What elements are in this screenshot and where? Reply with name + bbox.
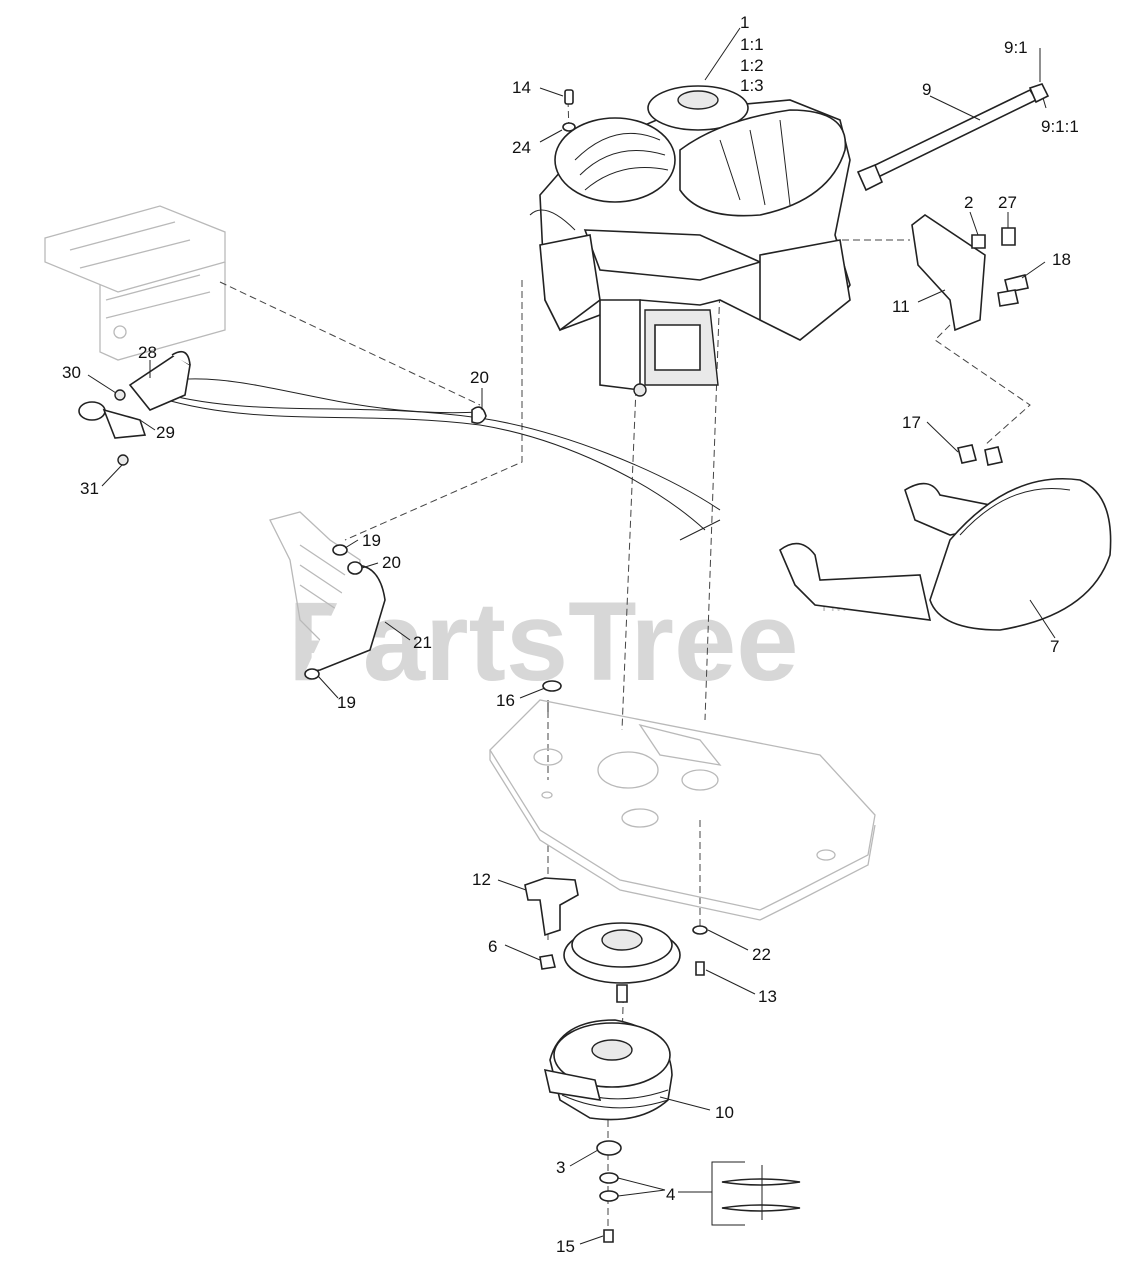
- muffler-assembly: [779, 444, 1112, 631]
- callout-9-1-1: 9:1:1: [1041, 117, 1079, 136]
- engine-assembly: [529, 85, 851, 397]
- callout-19-top: 19: [362, 531, 381, 550]
- callout-9: 9: [922, 80, 931, 99]
- callout-24: 24: [512, 138, 531, 157]
- washer-detail-callout: [711, 1161, 801, 1226]
- flywheel-screen: [554, 117, 676, 203]
- throttle-control: [78, 350, 191, 466]
- callout-labels: 1 1:1 1:2 1:3 14 24 9 9:1 9:1:1 2 27 18 …: [62, 13, 1079, 1256]
- callout-6: 6: [488, 937, 497, 956]
- callout-28: 28: [138, 343, 157, 362]
- mounting-plate-ghost: [489, 699, 876, 921]
- clutch-bracket: [524, 877, 579, 970]
- oil-drain-tube: [856, 83, 1050, 192]
- callout-17: 17: [902, 413, 921, 432]
- callout-11: 11: [892, 297, 910, 316]
- callout-12: 12: [472, 870, 491, 889]
- callout-21: 21: [413, 633, 432, 652]
- callout-20-top: 20: [470, 368, 489, 387]
- callout-29: 29: [156, 423, 175, 442]
- callout-3: 3: [556, 1158, 565, 1177]
- clutch-washers-and-bolt: [596, 1140, 622, 1243]
- callout-2: 2: [964, 193, 973, 212]
- drive-pulley: [563, 922, 681, 1003]
- callout-30: 30: [62, 363, 81, 382]
- throttle-cables: [144, 378, 721, 541]
- callout-16: 16: [496, 691, 515, 710]
- callout-7: 7: [1050, 637, 1059, 656]
- callout-10: 10: [715, 1103, 734, 1122]
- pulley-key: [542, 680, 562, 712]
- callout-4: 4: [666, 1185, 675, 1204]
- callout-22: 22: [752, 945, 771, 964]
- callout-14: 14: [512, 78, 531, 97]
- leader-lines: [87, 27, 1056, 1245]
- muffler-bracket: [911, 214, 1029, 332]
- electric-pto-clutch: [543, 1019, 673, 1121]
- callout-1-3: 1:3: [740, 76, 764, 95]
- callout-1: 1: [740, 13, 749, 32]
- callout-18: 18: [1052, 250, 1071, 269]
- callout-20-bracket: 20: [382, 553, 401, 572]
- engine-bolt-and-washer: [562, 89, 576, 132]
- callout-9-1: 9:1: [1004, 38, 1028, 57]
- callout-27: 27: [998, 193, 1017, 212]
- callout-15: 15: [556, 1237, 575, 1256]
- callout-31: 31: [80, 479, 99, 498]
- pto-washer-and-bolt: [692, 925, 708, 976]
- callout-13: 13: [758, 987, 777, 1006]
- frame-bracket-ghost: [44, 205, 226, 361]
- callout-1-1: 1:1: [740, 35, 764, 54]
- cable-guide-bracket: [269, 511, 386, 680]
- callout-1-2: 1:2: [740, 56, 764, 75]
- callout-19-bottom: 19: [337, 693, 356, 712]
